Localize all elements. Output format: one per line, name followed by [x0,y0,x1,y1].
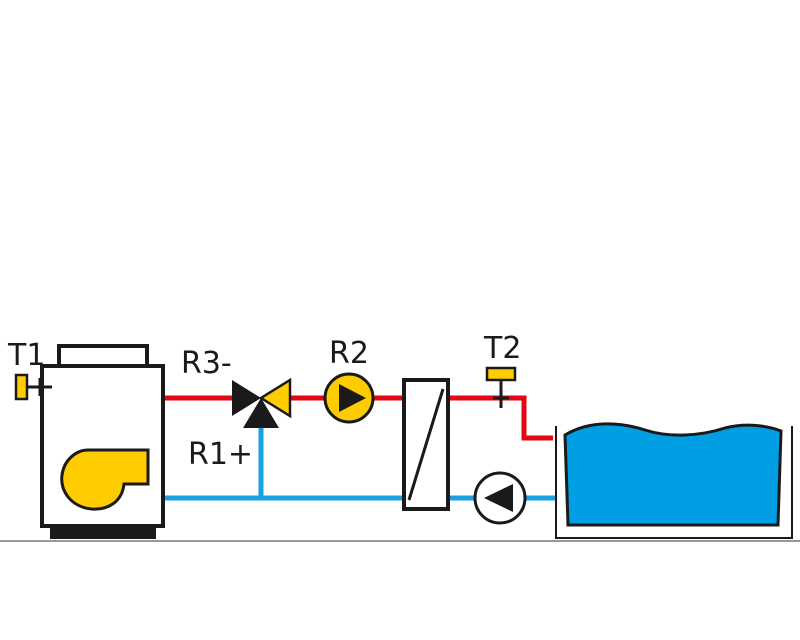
label-t1: T1 [7,338,45,373]
three-way-valve-icon [232,377,292,428]
boiler-icon [40,344,165,539]
boiler-base [50,526,156,539]
pool-outer-wall [555,426,793,539]
label-t2: T2 [483,331,521,366]
pool-basin-icon [555,422,793,539]
temperature-sensor-t2 [485,366,517,408]
cold-return-pipe [163,428,556,501]
circulation-pump-r2 [323,372,375,424]
temperature-sensor-icon [14,373,29,401]
hot-supply-pipe [163,395,553,441]
temperature-sensor-t1 [14,373,52,401]
label-r2: R2 [329,336,369,371]
boiler-top-cap [57,344,149,368]
pool-circulation-pump [473,471,527,525]
label-r1: R1+ [188,437,253,472]
burner-icon [60,448,150,511]
heat-exchanger-icon [402,378,450,511]
temperature-sensor-icon [485,366,517,382]
pool-water [563,422,783,527]
label-r3: R3- [181,346,232,381]
